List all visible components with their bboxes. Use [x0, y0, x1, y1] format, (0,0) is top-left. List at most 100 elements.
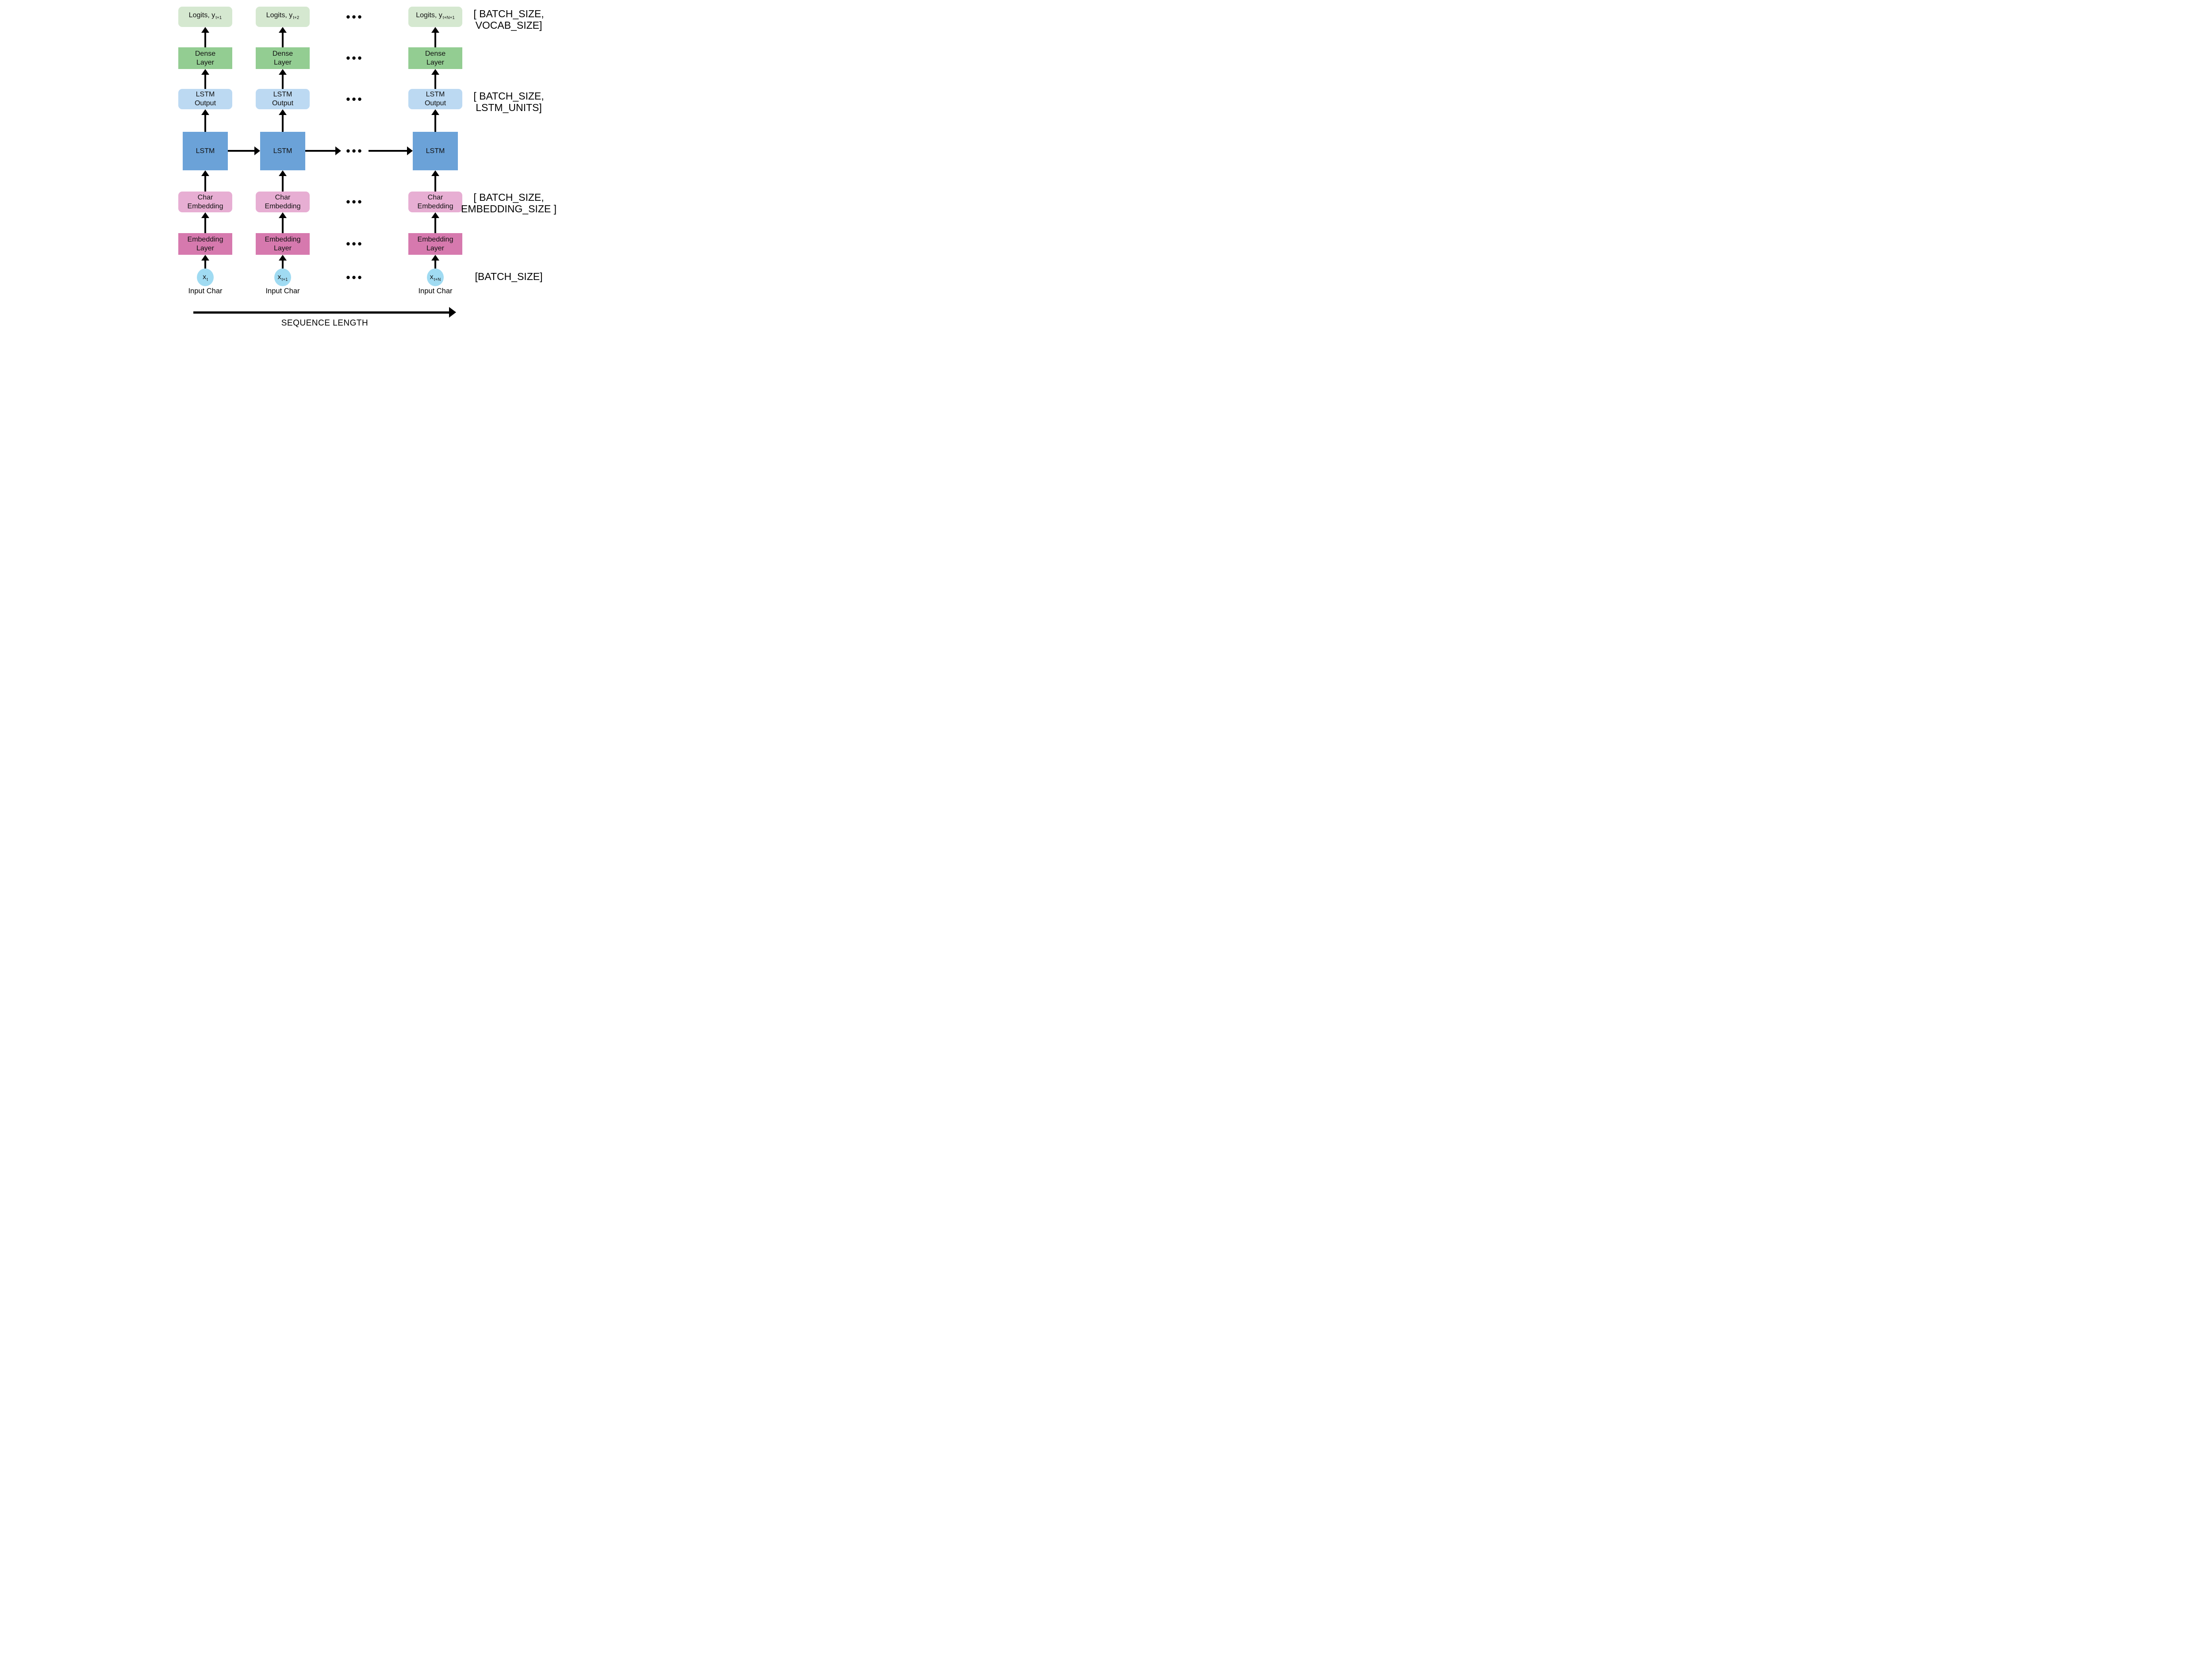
char-embedding-box: Char Embedding: [256, 192, 310, 212]
annotation-batch-size: [BATCH_SIZE]: [458, 271, 560, 282]
arrow-head: [431, 212, 439, 218]
arrow-stem: [204, 31, 206, 47]
arrow-head: [407, 146, 413, 155]
logits-label-main: Logits, y: [266, 12, 293, 19]
arrow-stem: [204, 113, 206, 132]
logits-label: Logits, yt+1: [189, 11, 222, 23]
arrow-head: [201, 212, 209, 218]
ellipsis-lstm-output-row: •••: [346, 92, 364, 106]
logits-label-main: Logits, y: [416, 12, 442, 19]
dense-layer-label-line2: Layer: [196, 58, 215, 66]
embedding-layer-label-line1: Embedding: [265, 235, 301, 243]
arrow-head: [201, 255, 209, 261]
dense-layer-label-line1: Dense: [425, 50, 446, 58]
up-arrow-lstm-to-lstmout: [201, 109, 210, 132]
input-node-subscript: t: [207, 277, 208, 282]
annotation-line: [ BATCH_SIZE,: [473, 192, 544, 203]
up-arrow-emb-to-charemb: [431, 212, 440, 233]
annotation-line: VOCAB_SIZE]: [475, 19, 542, 31]
arrow-stem: [305, 150, 336, 152]
embedding-layer-label-line1: Embedding: [187, 235, 223, 243]
char-embedding-label-line1: Char: [197, 193, 213, 201]
char-embedding-label-line1: Char: [427, 193, 443, 201]
embedding-layer-label-line1: Embedding: [417, 235, 453, 243]
arrow-stem: [434, 31, 436, 47]
lstm-label: LSTM: [196, 147, 215, 155]
arrow-head: [279, 69, 287, 75]
input-node-label-main: x: [430, 273, 434, 281]
logits-subscript: t+2: [293, 15, 300, 20]
annotation-line: [ BATCH_SIZE,: [473, 90, 544, 102]
input-node-subscript: t+1: [281, 277, 288, 282]
char-embedding-label-line2: Embedding: [187, 202, 223, 210]
ellipsis-logits-row: •••: [346, 10, 364, 23]
lstm-output-label-line2: Output: [272, 100, 294, 107]
arrow-head: [449, 307, 456, 318]
ellipsis-lstm-row: •••: [346, 144, 364, 157]
dense-layer-label-line1: Dense: [195, 50, 216, 58]
input-char-node: xt+N: [427, 268, 444, 286]
annotation-line: EMBEDDING_SIZE ]: [461, 203, 557, 215]
input-char-node: xt+1: [274, 268, 291, 286]
up-arrow-lstm-to-lstmout: [431, 109, 440, 132]
annotation-embedding-size: [ BATCH_SIZE, EMBEDDING_SIZE ]: [458, 192, 560, 215]
up-arrow-lstmout-to-dense: [278, 69, 287, 89]
arrow-head: [279, 109, 287, 115]
dense-layer-box: Dense Layer: [256, 47, 310, 69]
logits-box: Logits, yt+N+1: [408, 7, 462, 27]
arrow-stem: [434, 73, 436, 89]
arrow-stem: [282, 216, 284, 233]
embedding-layer-label-line2: Layer: [426, 244, 445, 252]
arrow-stem: [193, 311, 449, 314]
up-arrow-dense-to-logits: [278, 27, 287, 47]
arrow-head: [431, 69, 439, 75]
annotation-line: LSTM_UNITS]: [476, 102, 542, 113]
up-arrow-lstmout-to-dense: [201, 69, 210, 89]
ellipsis-input-row: •••: [346, 271, 364, 284]
char-embedding-label-line2: Embedding: [417, 202, 453, 210]
dense-layer-label-line2: Layer: [273, 58, 292, 66]
logits-subscript: t+1: [215, 15, 222, 20]
ellipsis-dense-row: •••: [346, 51, 364, 65]
up-arrow-charemb-to-lstm: [431, 170, 440, 192]
annotation-vocab-size: [ BATCH_SIZE, VOCAB_SIZE]: [458, 8, 560, 31]
input-char-caption: Input Char: [265, 287, 300, 295]
lstm-box: LSTM: [260, 132, 305, 170]
lstm-output-label-line2: Output: [194, 100, 216, 107]
embedding-layer-box: Embedding Layer: [408, 233, 462, 255]
up-arrow-input-to-emb: [431, 255, 440, 268]
lstm-architecture-diagram: Logits, yt+1 Dense Layer LSTM Output LST…: [0, 0, 708, 330]
lstm-box: LSTM: [183, 132, 228, 170]
arrow-head: [431, 109, 439, 115]
arrow-head: [201, 170, 209, 176]
arrow-stem: [204, 174, 206, 192]
arrow-stem: [434, 174, 436, 192]
arrow-head: [279, 170, 287, 176]
logits-box: Logits, yt+1: [178, 7, 232, 27]
logits-label-main: Logits, y: [188, 12, 215, 19]
arrow-head: [431, 255, 439, 261]
lstm-output-label-line1: LSTM: [196, 91, 215, 98]
input-char-caption: Input Char: [188, 287, 223, 295]
arrow-head: [431, 170, 439, 176]
lstm-box: LSTM: [413, 132, 458, 170]
arrow-head: [335, 146, 341, 155]
logits-label: Logits, yt+N+1: [416, 11, 455, 23]
ellipsis-char-embedding-row: •••: [346, 195, 364, 208]
arrow-stem: [204, 216, 206, 233]
logits-subscript: t+N+1: [442, 15, 455, 20]
up-arrow-charemb-to-lstm: [278, 170, 287, 192]
embedding-layer-label-line2: Layer: [196, 244, 215, 252]
arrow-head: [254, 146, 260, 155]
arrow-stem: [434, 113, 436, 132]
lstm-output-box: LSTM Output: [408, 89, 462, 109]
arrow-stem: [282, 259, 284, 268]
embedding-layer-label-line2: Layer: [273, 244, 292, 252]
annotation-line: [ BATCH_SIZE,: [473, 8, 544, 19]
up-arrow-lstm-to-lstmout: [278, 109, 287, 132]
arrow-head: [279, 27, 287, 33]
arrow-stem: [434, 216, 436, 233]
arrow-head: [201, 109, 209, 115]
arrow-head: [279, 255, 287, 261]
input-node-label-main: x: [277, 273, 281, 281]
